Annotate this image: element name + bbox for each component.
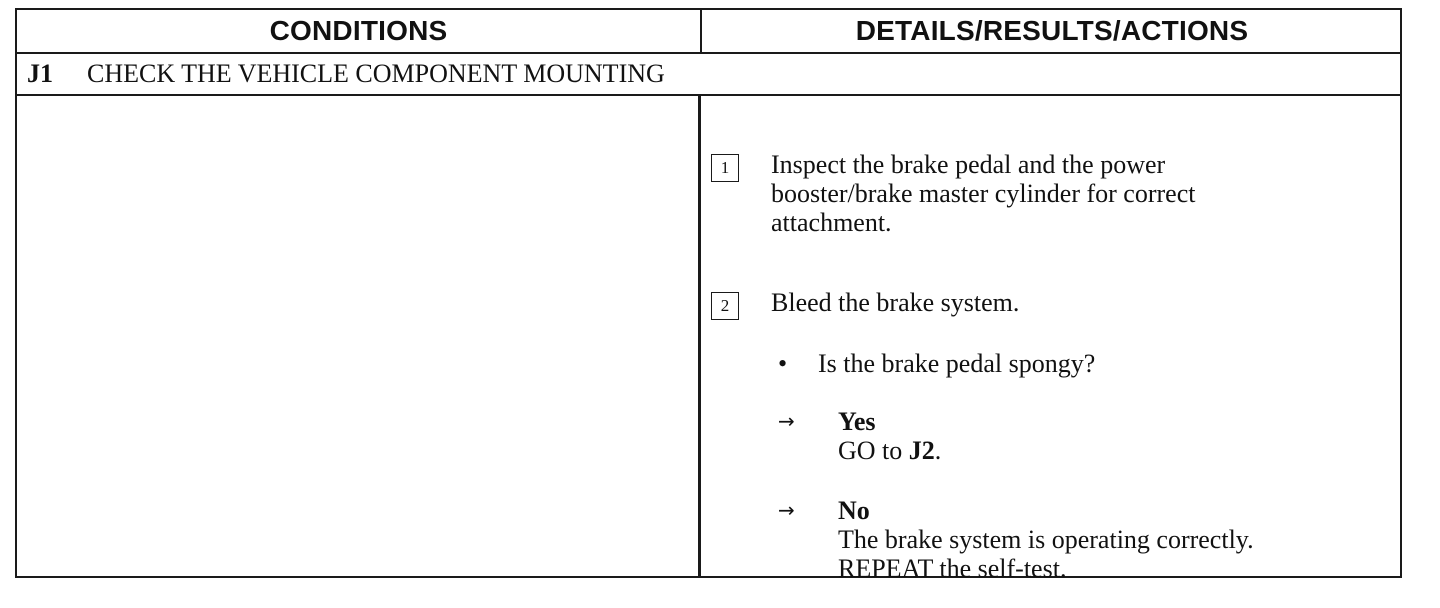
conditions-cell bbox=[17, 96, 698, 576]
result-body: No The brake system is operating correct… bbox=[838, 496, 1254, 583]
details-cell: 1 Inspect the brake pedal and the power … bbox=[701, 96, 1400, 583]
bullet-icon: • bbox=[778, 349, 788, 378]
diagnostic-table: CONDITIONS DETAILS/RESULTS/ACTIONS J1 CH… bbox=[15, 8, 1402, 583]
step-1: 1 Inspect the brake pedal and the power … bbox=[711, 150, 1331, 237]
details-header: DETAILS/RESULTS/ACTIONS bbox=[855, 15, 1249, 46]
right-arrow-icon: → bbox=[778, 409, 795, 433]
step-number-box: 2 bbox=[711, 292, 739, 320]
column-divider-body bbox=[698, 96, 701, 576]
step-text: Inspect the brake pedal and the power bo… bbox=[771, 150, 1196, 237]
result-body: Yes GO to J2. bbox=[838, 407, 941, 465]
question-item: • Is the brake pedal spongy? bbox=[778, 349, 1095, 378]
question-text: Is the brake pedal spongy? bbox=[818, 349, 1096, 378]
conditions-header: CONDITIONS bbox=[269, 15, 448, 46]
section-rule bbox=[17, 94, 1400, 96]
step-2: 2 Bleed the brake system. bbox=[711, 288, 1331, 320]
result-yes: → Yes GO to J2. bbox=[778, 407, 941, 465]
column-divider-header bbox=[700, 10, 702, 52]
answer-label: Yes bbox=[838, 407, 876, 436]
result-no: → No The brake system is operating corre… bbox=[778, 496, 1254, 583]
result-action-line: REPEAT the self-test. bbox=[838, 554, 1067, 583]
reference-link: J2 bbox=[908, 436, 935, 465]
section-id: J1 bbox=[27, 59, 53, 88]
section-title: CHECK THE VEHICLE COMPONENT MOUNTING bbox=[87, 59, 665, 88]
result-action-line: The brake system is operating correctly. bbox=[838, 525, 1254, 554]
answer-label: No bbox=[838, 496, 870, 525]
right-arrow-icon: → bbox=[778, 498, 795, 522]
result-action: GO to J2. bbox=[838, 436, 942, 465]
step-text: Bleed the brake system. bbox=[771, 288, 1020, 317]
header-rule bbox=[17, 52, 1400, 54]
section-title-row: J1 CHECK THE VEHICLE COMPONENT MOUNTING bbox=[17, 54, 1400, 94]
step-number-box: 1 bbox=[711, 154, 739, 182]
